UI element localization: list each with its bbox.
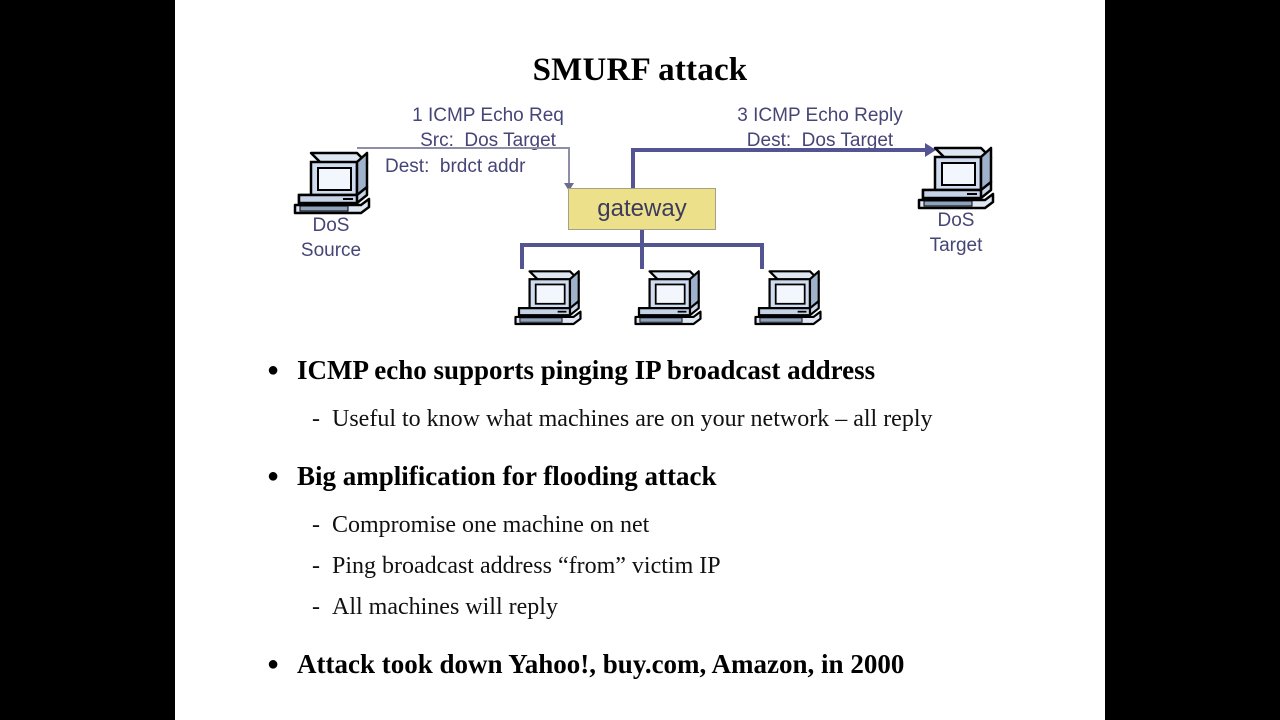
reply-label-line2: Dest: Dos Target (746, 130, 894, 151)
sub-bullet-marker-icon: - (312, 594, 320, 620)
gateway-label: gateway (597, 195, 687, 222)
bullet-marker-icon: ● (267, 359, 280, 381)
bullet-item: ● Big amplification for flooding attack (175, 456, 1105, 496)
lan-host-computer-icon (752, 264, 824, 326)
reply-arrow-vertical (631, 148, 635, 198)
request-label-line1: 1 ICMP Echo Req (412, 105, 564, 126)
dos-target-computer-icon (915, 140, 997, 210)
letterbox-left (0, 0, 175, 720)
bullet-text: Attack took down Yahoo!, buy.com, Amazon… (297, 649, 905, 679)
bullet-text: ICMP echo supports pinging IP broadcast … (297, 355, 876, 385)
sub-bullet-marker-icon: - (312, 512, 320, 538)
sub-bullet-marker-icon: - (312, 406, 320, 432)
sub-bullet-item: - Compromise one machine on net (175, 505, 1105, 546)
lan-host-computer-icon (512, 264, 584, 326)
request-arrow-vertical (568, 147, 570, 185)
bullet-text: Big amplification for flooding attack (297, 461, 717, 491)
dos-source-label: DoS Source (300, 215, 362, 261)
lan-host-computer-icon (632, 264, 704, 326)
slide-canvas: SMURF attack 1 ICMP Echo Req Src: Dos Ta… (175, 0, 1105, 720)
request-label-line2: Src: Dos Target (420, 130, 556, 151)
sub-bullet-text: Useful to know what machines are on your… (332, 406, 933, 432)
sub-bullet-item: - All machines will reply (175, 587, 1105, 628)
request-label-line3: Dest: brdct addr (385, 156, 526, 177)
sub-bullet-text: All machines will reply (332, 594, 558, 620)
reply-label-line1: 3 ICMP Echo Reply (737, 105, 903, 126)
reply-arrow-horizontal (631, 148, 928, 152)
request-arrowhead-icon (564, 183, 574, 191)
bullet-marker-icon: ● (267, 653, 280, 675)
lan-drop-line-3 (760, 243, 764, 269)
page-title: SMURF attack (532, 52, 748, 88)
bullet-marker-icon: ● (267, 465, 280, 487)
sub-bullet-item: - Ping broadcast address “from” victim I… (175, 546, 1105, 587)
letterbox-right (1105, 0, 1280, 720)
sub-bullet-marker-icon: - (312, 553, 320, 579)
dos-target-label: DoS Target (929, 210, 983, 256)
bullet-item: ● Attack took down Yahoo!, buy.com, Amaz… (175, 644, 1105, 684)
bullet-list: ● ICMP echo supports pinging IP broadcas… (175, 350, 1105, 684)
gateway-node: gateway (568, 188, 716, 230)
lan-drop-line-1 (520, 243, 524, 269)
reply-arrowhead-icon (925, 143, 936, 157)
dos-source-computer-icon (291, 145, 373, 215)
request-arrow-horizontal (357, 147, 570, 149)
smurf-attack-diagram: 1 ICMP Echo Req Src: Dos Target Dest: br… (175, 95, 1105, 350)
lan-drop-line-2 (640, 243, 644, 269)
sub-bullet-text: Ping broadcast address “from” victim IP (332, 553, 721, 579)
sub-bullet-item: - Useful to know what machines are on yo… (175, 399, 1105, 440)
sub-bullet-text: Compromise one machine on net (332, 512, 650, 538)
bullet-item: ● ICMP echo supports pinging IP broadcas… (175, 350, 1105, 390)
